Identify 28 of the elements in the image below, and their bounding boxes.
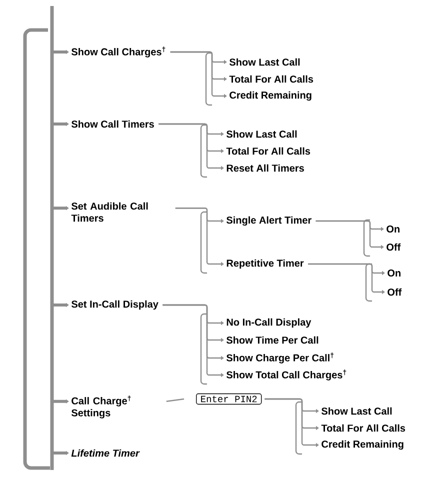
menu-item: Show Call Timers xyxy=(71,120,154,128)
menu-item: Reset All Timers xyxy=(226,164,304,172)
menu-item: Single Alert Timer xyxy=(226,216,312,226)
menu-item: Off xyxy=(388,288,402,296)
menu-item: Set In-Call Display xyxy=(71,300,158,310)
menu-item: Off xyxy=(386,243,401,251)
menu-item: Set Audible Call Timers xyxy=(71,202,148,222)
connector-line xyxy=(166,398,184,402)
menu-item: Show Total Call Charges$^{†}$ xyxy=(226,370,346,380)
menu-arrow xyxy=(52,399,69,404)
menu-item: On xyxy=(388,269,400,277)
menu-item: Total For All Calls xyxy=(229,75,314,83)
menu-item: Lifetime Timer xyxy=(71,449,140,457)
menu-item: On xyxy=(386,225,400,233)
menu-item: Show Charge Per Call$^{†}$ xyxy=(226,352,334,364)
menu-item: Credit Remaining xyxy=(230,91,312,101)
menu-item: Call Charge$^{†}$ Settings xyxy=(71,396,131,418)
menu-item: Total For All Calls xyxy=(226,147,310,155)
menu-item: Repetitive Timer xyxy=(226,259,304,269)
menu-item: Total For All Calls xyxy=(321,424,406,432)
menu-item: Show Call Charges$^{†}$ xyxy=(71,46,166,58)
menu-item: Show Time Per Call xyxy=(226,336,318,344)
display-prompt: Enter PIN2 xyxy=(196,393,262,405)
menu-item: Show Last Call xyxy=(226,130,297,138)
menu-item: Show Last Call xyxy=(321,407,392,415)
menu-item: Credit Remaining xyxy=(322,440,404,450)
menu-item: Show Last Call xyxy=(229,58,300,66)
menu-item: No In-Call Display xyxy=(226,318,312,328)
